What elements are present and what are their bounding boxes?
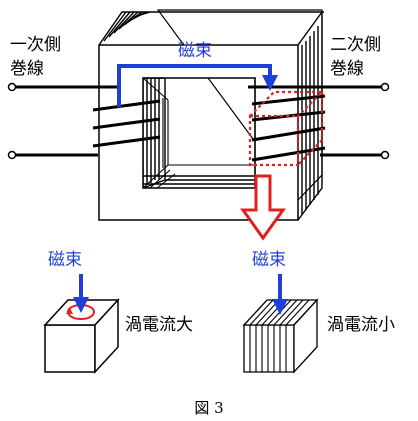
core-section-highlight (248, 90, 325, 167)
flux-left-label: 磁束 (48, 250, 82, 270)
figure-caption: 図 3 (194, 399, 223, 417)
secondary-terminal-top (380, 82, 390, 92)
flux-top-label: 磁束 (178, 41, 212, 61)
primary-winding-label-line2: 巻線 (10, 59, 44, 79)
flux-path-arrow (117, 64, 278, 107)
eddy-small-label: 渦電流小 (327, 315, 395, 335)
eddy-large-label: 渦電流大 (125, 315, 193, 335)
transformer-core (98, 9, 324, 221)
solid-block (43, 298, 120, 374)
primary-terminal-top (7, 82, 17, 92)
primary-winding (14, 85, 161, 157)
secondary-terminal-bottom (380, 150, 390, 160)
primary-terminal-bottom (7, 150, 17, 160)
secondary-winding-label-line2: 巻線 (330, 59, 364, 79)
flux-right-label: 磁束 (252, 250, 286, 270)
primary-winding-label-line1: 一次側 (10, 35, 61, 55)
zoom-arrow (240, 174, 286, 241)
secondary-winding-label-line1: 二次側 (330, 35, 381, 55)
